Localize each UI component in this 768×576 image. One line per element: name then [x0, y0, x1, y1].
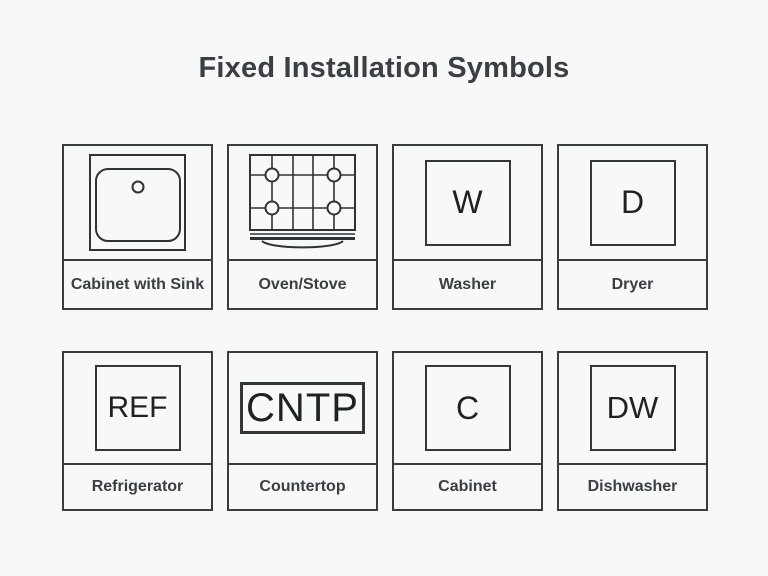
symbol-area: REF [64, 353, 211, 463]
dryer-symbol-text: D [620, 184, 645, 220]
countertop-symbol-box: CNTP [240, 382, 365, 434]
dryer-symbol-box: D [589, 159, 676, 246]
item-label: Cabinet [394, 463, 541, 509]
symbol-area: D [559, 146, 706, 259]
symbol-area: W [394, 146, 541, 259]
cabinet-symbol-box: C [424, 365, 511, 451]
washer-symbol-text: W [452, 184, 483, 220]
symbol-area: DW [559, 353, 706, 463]
item-label: Refrigerator [64, 463, 211, 509]
symbols-row-2: REF Refrigerator CNTP Countertop C Cabin… [62, 351, 708, 511]
stove-icon [249, 153, 356, 248]
item-label: Dryer [559, 259, 706, 308]
cabinet-symbol-text: C [455, 389, 480, 426]
countertop-symbol-text: CNTP [246, 385, 359, 430]
item-label: Countertop [229, 463, 376, 509]
legend-item-washer: W Washer [392, 144, 543, 310]
symbol-area: CNTP [229, 353, 376, 463]
symbol-area: C [394, 353, 541, 463]
symbol-area [64, 146, 211, 259]
item-label: Washer [394, 259, 541, 308]
legend-item-oven-stove: Oven/Stove [227, 144, 378, 310]
refrigerator-symbol-text: REF [107, 391, 168, 424]
symbol-area [229, 146, 376, 259]
refrigerator-symbol-box: REF [94, 365, 181, 451]
item-label: Dishwasher [559, 463, 706, 509]
sink-icon [89, 154, 186, 251]
symbols-grid: Cabinet with Sink [62, 144, 708, 511]
item-label: Oven/Stove [229, 259, 376, 308]
dishwasher-symbol-box: DW [589, 365, 676, 451]
legend-item-countertop: CNTP Countertop [227, 351, 378, 511]
page-title: Fixed Installation Symbols [198, 52, 570, 84]
legend-item-dishwasher: DW Dishwasher [557, 351, 708, 511]
legend-item-cabinet-with-sink: Cabinet with Sink [62, 144, 213, 310]
washer-symbol-box: W [424, 159, 511, 246]
legend-item-cabinet: C Cabinet [392, 351, 543, 511]
symbols-row-1: Cabinet with Sink [62, 144, 708, 310]
item-label: Cabinet with Sink [64, 259, 211, 308]
legend-item-dryer: D Dryer [557, 144, 708, 310]
dishwasher-symbol-text: DW [606, 390, 659, 425]
legend-item-refrigerator: REF Refrigerator [62, 351, 213, 511]
